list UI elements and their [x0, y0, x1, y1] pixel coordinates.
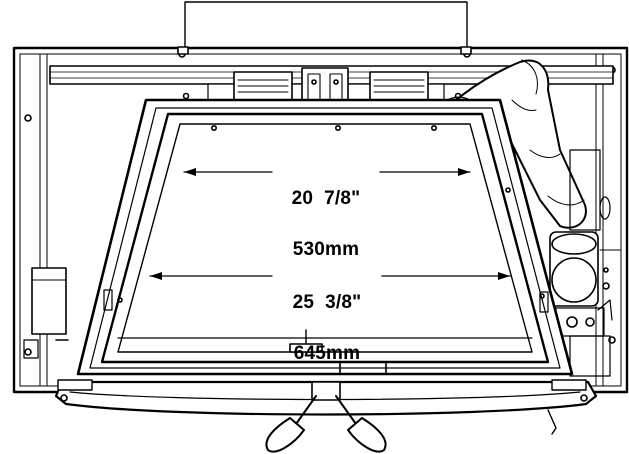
bottom-opening-imperial: 25 3/8" — [292, 292, 362, 313]
left-side-parts — [23, 267, 69, 359]
firebox-floor — [117, 329, 533, 375]
door-handles — [265, 381, 387, 453]
top-opening-dimension: 20 7/8" 530mm — [272, 156, 380, 275]
bottom-opening-dimension: 25 3/8" 645mm — [272, 260, 382, 379]
top-opening-metric: 530mm — [292, 239, 360, 260]
firebox-surround — [76, 92, 574, 376]
dimension-line-top — [183, 168, 471, 176]
bottom-opening-metric: 645mm — [293, 343, 361, 364]
right-side-components — [549, 149, 621, 377]
top-opening-imperial: 20 7/8" — [291, 188, 361, 209]
dimension-line-bottom — [149, 272, 511, 280]
top-vent-box — [184, 1, 468, 55]
